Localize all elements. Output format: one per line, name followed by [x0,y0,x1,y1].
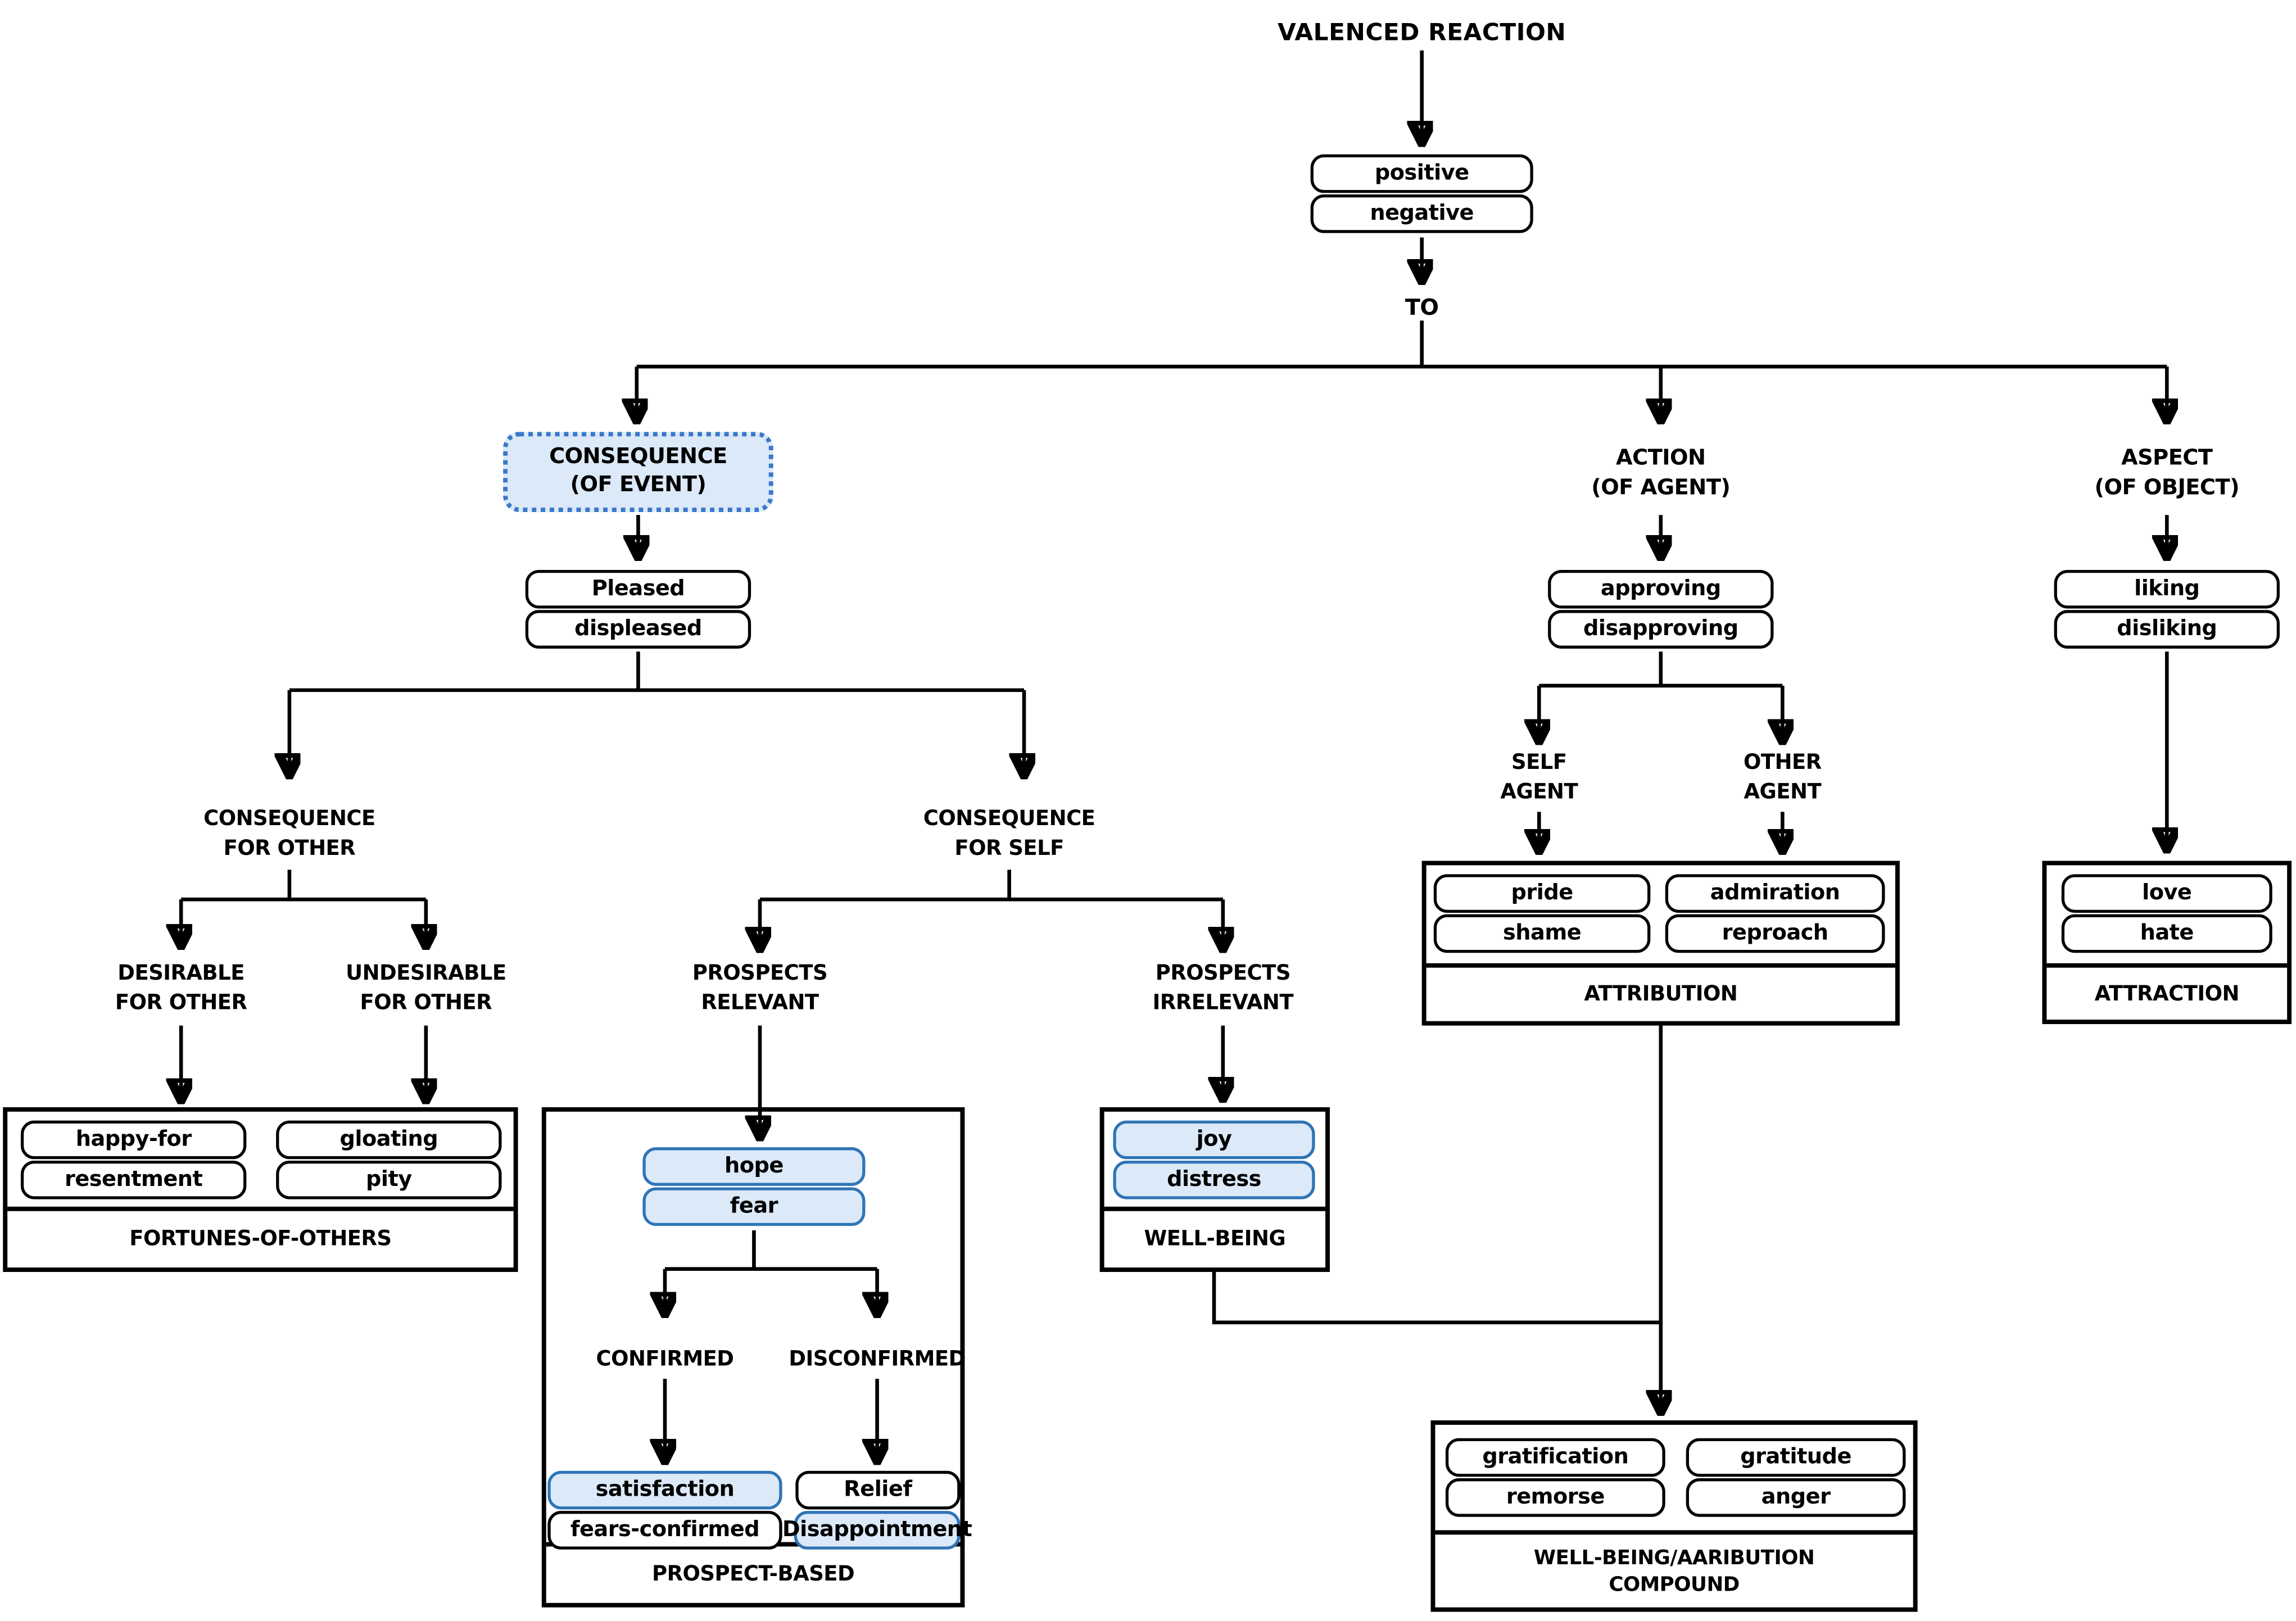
cell-relief: Relief [795,1470,961,1510]
node-action-of-agent: ACTION (OF AGENT) [1591,444,1731,504]
undesirable-line2: FOR OTHER [360,991,492,1016]
fortunes-of-others-label: FORTUNES-OF-OTHERS [129,1227,392,1252]
cell-fears-confirmed: fears-confirmed [547,1511,782,1550]
node-to: TO [1405,293,1439,321]
cell-pride: pride [1433,874,1651,913]
container-label-attribution: ATTRIBUTION [1426,963,1896,1021]
line-approving-split [1539,651,1783,688]
prospects-irrelevant-line2: IRRELEVANT [1152,991,1294,1016]
consequence-for-other-line2: FOR OTHER [223,837,356,861]
node-disapproving: disapproving [1548,610,1774,649]
line-to-split [636,320,2167,369]
prospects-irrelevant-line1: PROSPECTS [1155,962,1291,986]
container-label-fortunes-of-others: FORTUNES-OF-OTHERS [7,1206,514,1267]
node-desirable-for-other: DESIRABLE FOR OTHER [115,959,247,1018]
line-other-split [181,870,426,902]
self-agent-line1: SELF [1511,751,1567,775]
cell-admiration: admiration [1665,874,1885,913]
desirable-line2: FOR OTHER [115,991,247,1016]
attribution-label: ATTRIBUTION [1584,982,1738,1007]
page-title: VALENCED REACTION [1278,17,1566,46]
consequence-for-self-line2: FOR SELF [954,837,1064,861]
attraction-label: ATTRACTION [2094,981,2240,1006]
node-consequence-for-self: CONSEQUENCE FOR SELF [923,804,1095,864]
node-other-agent: OTHER AGENT [1743,748,1822,808]
node-consequence-for-other: CONSEQUENCE FOR OTHER [203,804,375,864]
node-disliking: disliking [2054,610,2280,649]
aspect-line1: ASPECT [2121,446,2213,471]
line-self-split [759,870,1223,902]
cell-gratitude: gratitude [1686,1438,1906,1477]
cell-hate: hate [2061,914,2272,953]
prospects-relevant-line2: RELEVANT [701,991,819,1016]
compound-label-line1: WELL-BEING/AARIBUTION [1533,1546,1815,1570]
cell-anger: anger [1686,1478,1906,1517]
action-line1: ACTION [1616,446,1706,471]
node-prospects-irrelevant: PROSPECTS IRRELEVANT [1152,959,1294,1018]
aspect-line2: (OF OBJECT) [2094,476,2240,500]
node-positive: positive [1310,154,1533,193]
container-label-attraction: ATTRACTION [2046,963,2288,1020]
cell-happy-for: happy-for [20,1120,247,1160]
other-agent-line1: OTHER [1743,751,1822,775]
node-undesirable-for-other: UNDESIRABLE FOR OTHER [346,959,506,1018]
cell-satisfaction: satisfaction [547,1470,782,1510]
node-displeased: displeased [525,610,751,649]
well-being-label: WELL-BEING [1144,1227,1286,1252]
cell-resentment: resentment [20,1160,247,1199]
action-line2: (OF AGENT) [1591,476,1731,500]
consequence-of-event-line1: CONSEQUENCE [549,445,727,469]
undesirable-line1: UNDESIRABLE [346,962,506,986]
cell-joy: joy [1113,1120,1315,1160]
node-aspect-of-object: ASPECT (OF OBJECT) [2094,444,2239,504]
container-label-prospect-based: PROSPECT-BASED [546,1542,961,1603]
node-self-agent: SELF AGENT [1500,748,1578,808]
cell-hope: hope [642,1147,866,1186]
cell-reproach: reproach [1665,914,1885,953]
node-pleased: Pleased [525,569,751,609]
cell-distress: distress [1113,1160,1315,1199]
cell-fear: fear [642,1187,866,1226]
self-agent-line2: AGENT [1500,780,1578,805]
container-label-well-being: WELL-BEING [1104,1206,1326,1267]
node-confirmed: CONFIRMED [596,1347,734,1371]
consequence-of-event-line2: (OF EVENT) [570,473,707,497]
cell-gratification: gratification [1445,1438,1665,1477]
node-negative: negative [1310,194,1533,233]
line-pleased-split [289,651,1025,692]
prospects-relevant-line1: PROSPECTS [692,962,828,986]
prospect-based-label: PROSPECT-BASED [652,1563,855,1587]
node-consequence-of-event: CONSEQUENCE (OF EVENT) [503,432,773,513]
compound-label-line2: COMPOUND [1609,1572,1740,1596]
other-agent-line2: AGENT [1743,780,1822,805]
line-well-being-elbow [1212,1271,1661,1325]
node-liking: liking [2054,569,2280,609]
node-prospects-relevant: PROSPECTS RELEVANT [692,959,828,1018]
cell-shame: shame [1433,914,1651,953]
cell-remorse: remorse [1445,1478,1665,1517]
cell-disappointment: Disappointment [782,1511,972,1550]
consequence-for-self-line1: CONSEQUENCE [923,807,1095,831]
cell-love: love [2061,874,2272,913]
node-approving: approving [1548,569,1774,609]
consequence-for-other-line1: CONSEQUENCE [203,807,375,831]
container-label-compound: WELL-BEING/AARIBUTION COMPOUND [1435,1530,1913,1607]
cell-gloating: gloating [276,1120,502,1160]
desirable-line1: DESIRABLE [117,962,244,986]
node-disconfirmed: DISCONFIRMED [789,1347,966,1371]
cell-pity: pity [276,1160,502,1199]
